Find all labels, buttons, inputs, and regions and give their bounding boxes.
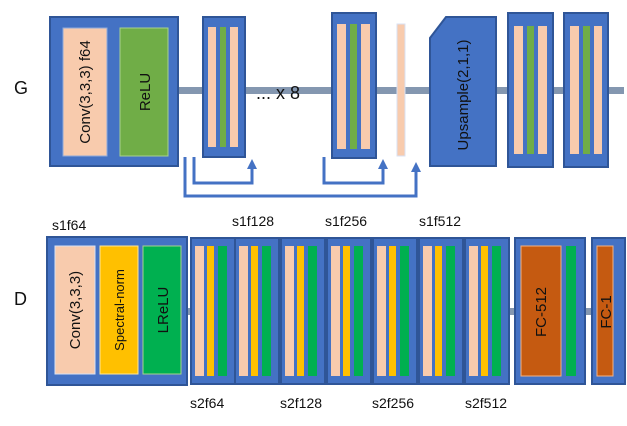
generator-relu-label: ReLU [137, 73, 154, 111]
discriminator-block [234, 237, 280, 385]
discriminator-spectral-layer [99, 245, 139, 375]
discriminator-top-label: s1f512 [419, 213, 461, 229]
discriminator-block [418, 237, 464, 385]
discriminator-lrelu-label: LReLU [155, 287, 172, 334]
discriminator-first-block-label: s1f64 [52, 217, 86, 233]
generator-residual-block [331, 12, 377, 159]
discriminator-fc1-label: FC-1 [598, 295, 615, 328]
discriminator-block [190, 237, 236, 385]
skip-arrow [183, 157, 421, 198]
generator-output-block [563, 12, 609, 168]
generator-conv-label: Conv(3,3,3) f64 [77, 40, 94, 143]
skip-arrow [322, 157, 388, 185]
discriminator-block [280, 237, 326, 385]
skip-arrow [192, 157, 257, 185]
generator-output-block [507, 12, 554, 168]
discriminator-top-label: s1f128 [232, 213, 274, 229]
discriminator-bottom-label: s2f256 [372, 395, 414, 411]
discriminator-bottom-label: s2f64 [190, 395, 224, 411]
generator-residual-block [202, 16, 246, 158]
generator-upsample-label: Upsample(2,1,1) [455, 40, 472, 151]
discriminator-block [464, 237, 510, 385]
generator-row-label: G [14, 78, 28, 98]
discriminator-block [326, 237, 372, 385]
generator-upsample-block: Upsample(2,1,1) [429, 16, 497, 167]
discriminator-fc1-block: FC-1 [591, 237, 626, 385]
fc1-layer [596, 245, 614, 377]
generator-thin-layer [396, 23, 406, 157]
generator-conv-layer [62, 27, 108, 157]
generator-relu-layer [119, 27, 169, 157]
discriminator-lrelu-layer [142, 245, 182, 375]
discriminator-fc512-label: FC-512 [533, 287, 550, 337]
discriminator-bottom-label: s2f128 [280, 395, 322, 411]
discriminator-row-label: D [14, 289, 27, 309]
generator-input-block: Conv(3,3,3) f64 ReLU [49, 16, 179, 167]
discriminator-fc512-block: FC-512 [514, 237, 586, 385]
generator-repeat-label: ... x 8 [256, 83, 300, 103]
discriminator-conv-label: Conv(3,3,3) [67, 271, 84, 349]
discriminator-top-label: s1f256 [325, 213, 367, 229]
generator-skip-connections [183, 157, 421, 198]
discriminator-block [372, 237, 418, 385]
fc512-layer [520, 245, 562, 377]
discriminator-spectral-label: Spectral-norm [112, 269, 127, 351]
discriminator-conv-layer [54, 245, 96, 375]
discriminator-input-block: Conv(3,3,3) Spectral-norm LReLU [46, 236, 188, 386]
discriminator-bottom-label: s2f512 [465, 395, 507, 411]
